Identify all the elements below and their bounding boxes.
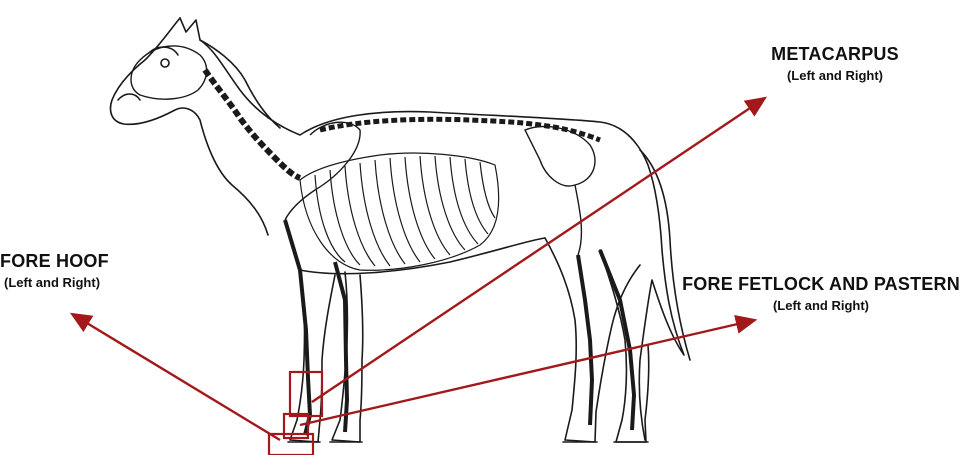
metacarpus-label: METACARPUS (Left and Right) — [740, 44, 930, 83]
fore-fetlock-label: FORE FETLOCK AND PASTERN (Left and Right… — [668, 274, 974, 313]
fore-hoof-subtitle: (Left and Right) — [4, 275, 150, 290]
metacarpus-title: METACARPUS — [740, 44, 930, 65]
skeleton — [131, 46, 634, 435]
fore-fetlock-title: FORE FETLOCK AND PASTERN — [668, 274, 974, 295]
fore-fetlock-subtitle: (Left and Right) — [668, 298, 974, 313]
metacarpus-box — [290, 372, 322, 416]
pointer-arrows — [72, 98, 765, 440]
horse-outline — [111, 18, 691, 442]
fore-fetlock-pointer-arrow — [300, 320, 755, 425]
ribcage — [300, 153, 499, 270]
fore-hoof-pointer-arrow — [72, 314, 280, 440]
fore-hoof-title: FORE HOOF — [0, 251, 150, 272]
fore-hoof-label: FORE HOOF (Left and Right) — [0, 251, 150, 290]
metacarpus-subtitle: (Left and Right) — [740, 68, 930, 83]
